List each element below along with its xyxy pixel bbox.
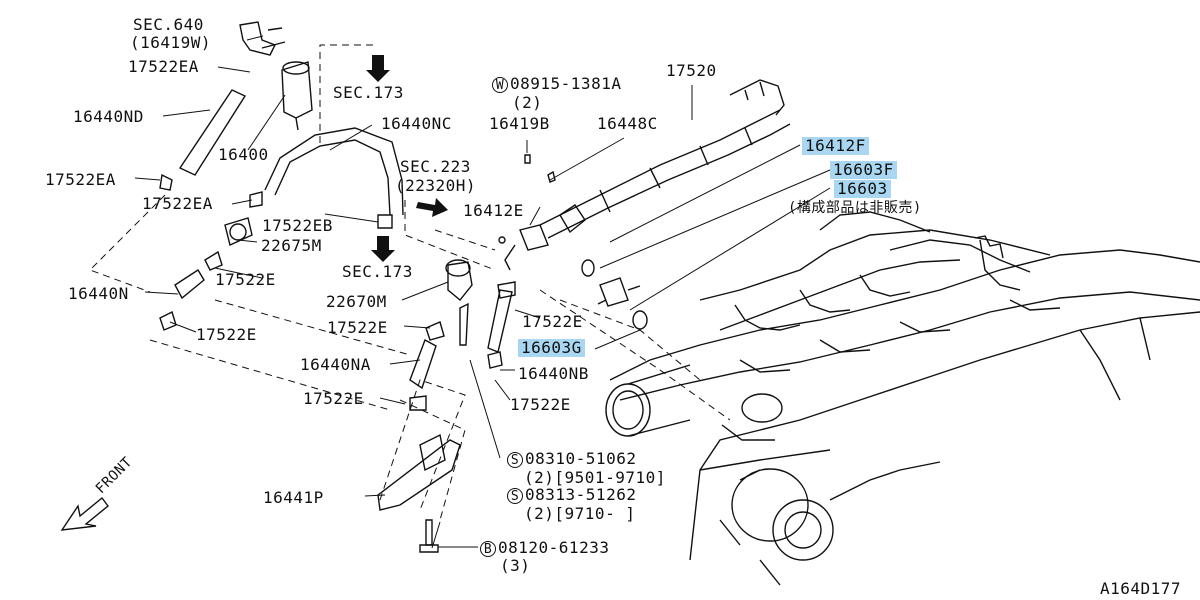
label-17522e-2: 17522E bbox=[196, 325, 257, 344]
label-17522eb: 17522EB bbox=[262, 216, 333, 235]
leader-lines bbox=[134, 35, 831, 549]
label-16448c: 16448C bbox=[597, 114, 658, 133]
s-symbol-2: S bbox=[507, 488, 523, 504]
label-sec173-mid: SEC.173 bbox=[342, 262, 413, 281]
label-17522ea-1: 17522EA bbox=[128, 57, 199, 76]
label-16440nd: 16440ND bbox=[73, 107, 144, 126]
label-16603[interactable]: 16603 bbox=[834, 180, 891, 198]
label-b-qty: (3) bbox=[500, 556, 531, 575]
label-17522ea-3: 17522EA bbox=[142, 194, 213, 213]
s1-part-number: 08310-51062 bbox=[525, 449, 637, 468]
label-sec223-sub: (22320H) bbox=[395, 176, 477, 195]
label-16440n: 16440N bbox=[68, 284, 129, 303]
fuel-rail bbox=[504, 79, 791, 330]
label-22675m: 22675M bbox=[261, 236, 322, 255]
w-symbol: W bbox=[492, 77, 508, 93]
label-s2-qty: (2)[9710- ] bbox=[524, 504, 636, 523]
label-16603g[interactable]: 16603G bbox=[518, 339, 585, 357]
label-s1-qty: (2)[9501-9710] bbox=[524, 468, 666, 487]
s-symbol-1: S bbox=[507, 452, 523, 468]
b-part-number: 08120-61233 bbox=[498, 538, 610, 557]
label-22670m: 22670M bbox=[326, 292, 387, 311]
label-diagram-code: A164D177 bbox=[1100, 579, 1182, 598]
label-16440nb: 16440NB bbox=[518, 364, 589, 383]
w-part-number: 08915-1381A bbox=[510, 74, 622, 93]
direction-arrows bbox=[60, 55, 448, 531]
label-note-jp: (構成部品は非販売) bbox=[788, 200, 922, 216]
label-sec223: SEC.223 bbox=[400, 157, 471, 176]
label-w-qty: (2) bbox=[512, 93, 543, 112]
label-17522e-5: 17522E bbox=[522, 312, 583, 331]
label-16400: 16400 bbox=[218, 145, 269, 164]
label-17522e-1: 17522E bbox=[215, 270, 276, 289]
label-16412e: 16412E bbox=[463, 201, 524, 220]
label-16412f[interactable]: 16412F bbox=[802, 137, 869, 155]
label-16419b: 16419B bbox=[489, 114, 550, 133]
label-17522e-4: 17522E bbox=[303, 389, 364, 408]
label-16440nc: 16440NC bbox=[381, 114, 452, 133]
label-16441p: 16441P bbox=[263, 488, 324, 507]
label-17520: 17520 bbox=[666, 61, 717, 80]
label-16440na: 16440NA bbox=[300, 355, 371, 374]
label-17522ea-2: 17522EA bbox=[45, 170, 116, 189]
label-sec640-sub: (16419W) bbox=[130, 33, 212, 52]
fuel-filter-assembly bbox=[159, 21, 556, 553]
dashed-guides bbox=[89, 44, 731, 521]
label-sec173-top: SEC.173 bbox=[333, 83, 404, 102]
label-sec640: SEC.640 bbox=[133, 15, 204, 34]
b-symbol: B bbox=[480, 541, 496, 557]
engine-outline bbox=[605, 211, 1200, 586]
label-17522e-3: 17522E bbox=[327, 318, 388, 337]
label-17522e-6: 17522E bbox=[510, 395, 571, 414]
s2-part-number: 08313-51262 bbox=[525, 485, 637, 504]
label-16603f[interactable]: 16603F bbox=[830, 161, 897, 179]
